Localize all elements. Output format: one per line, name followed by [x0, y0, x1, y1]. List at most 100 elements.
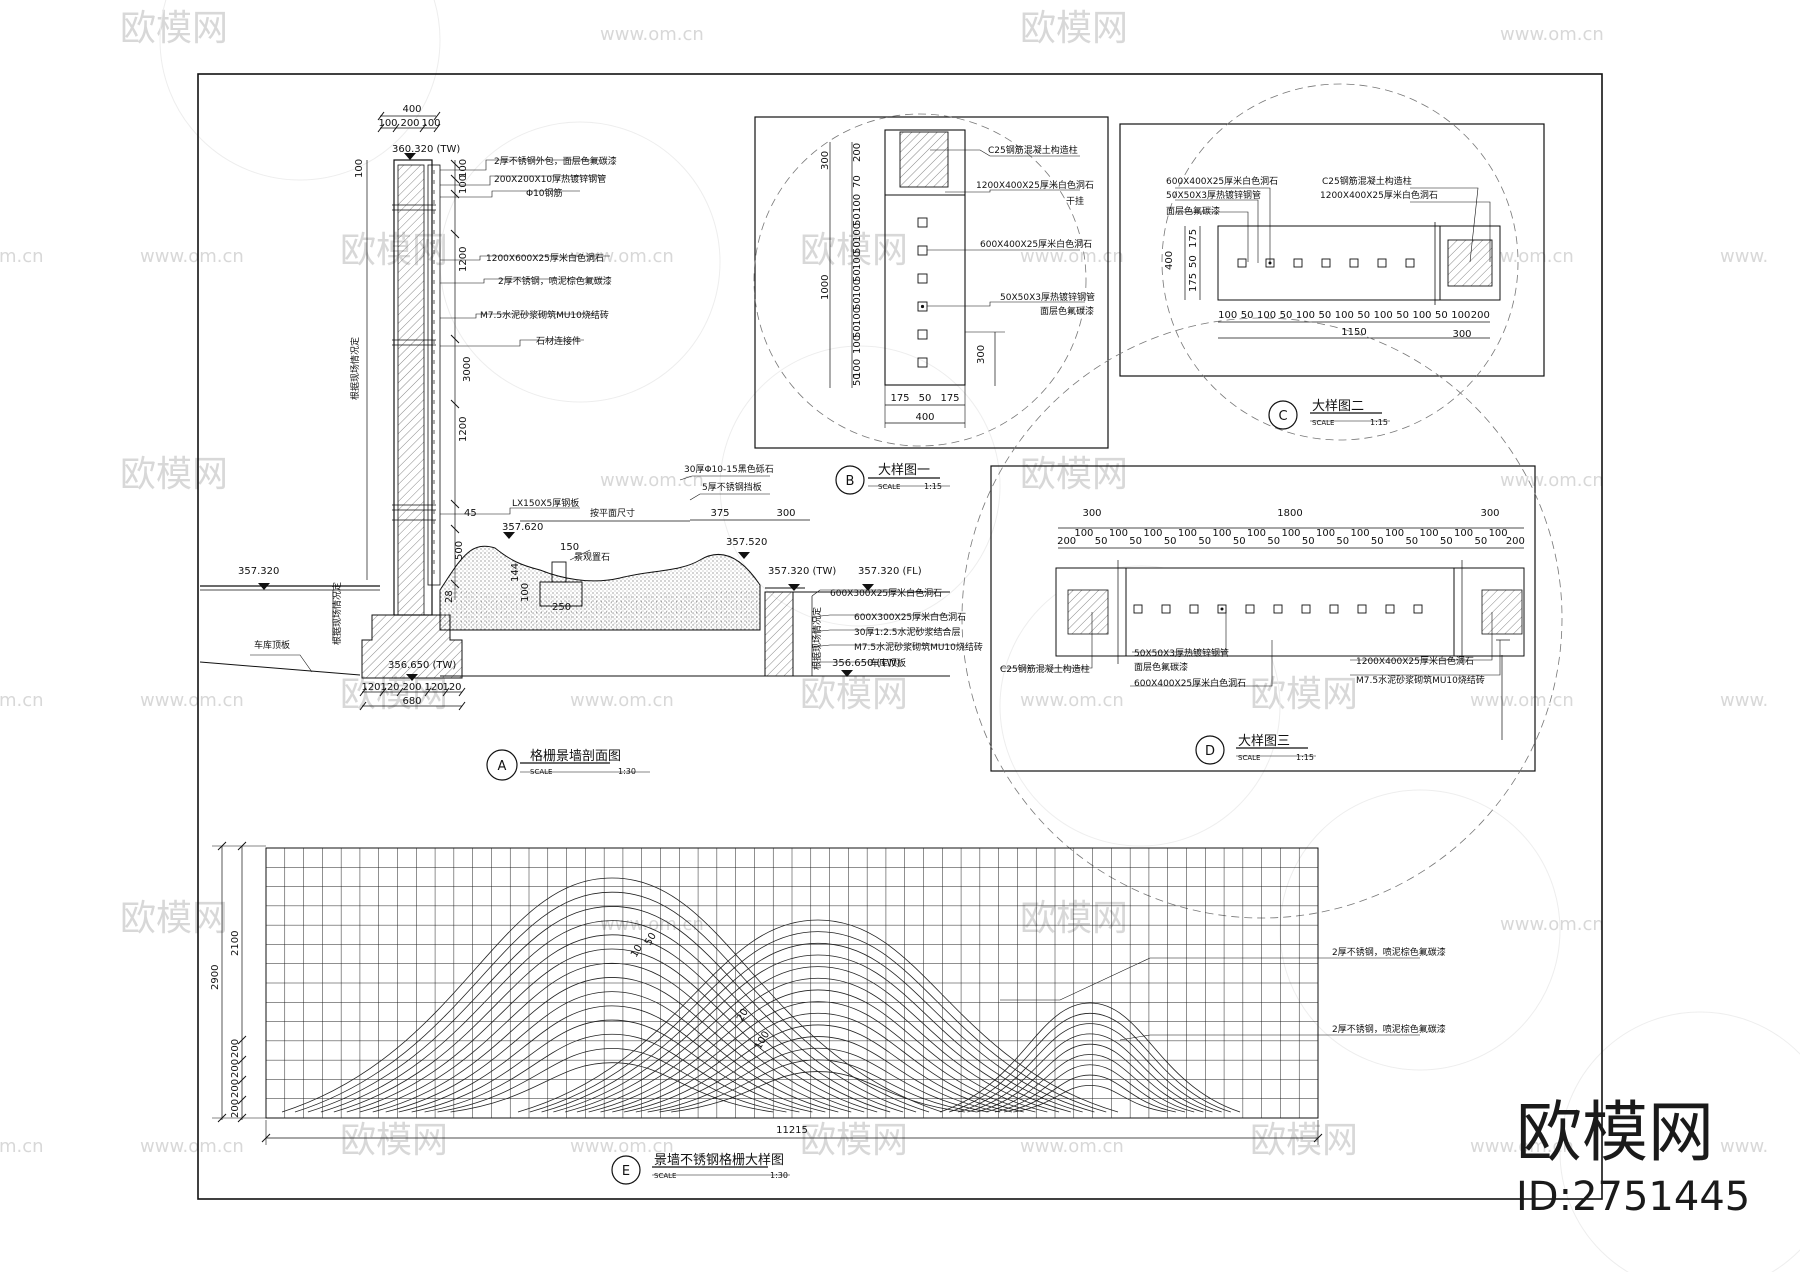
c-note-1: 600X400X25厚米白色洞石: [1166, 175, 1278, 187]
c-letter: C: [1278, 409, 1287, 424]
c-l175a: 175: [1188, 229, 1199, 248]
c-note-4: C25钢筋混凝土构造柱: [1322, 175, 1412, 187]
watermark-text: www.om.cn: [1470, 1136, 1574, 1157]
d-title: 大样图三: [1238, 734, 1290, 749]
watermark-text: 欧模网: [1020, 8, 1128, 49]
c-seq-dim: 100: [1335, 310, 1354, 321]
a-dim-144: 144: [510, 563, 521, 582]
a-dim-r1200a: 1200: [458, 247, 469, 272]
e-dim-2900: 2900: [210, 965, 221, 990]
d-seq-dim: 50: [1440, 536, 1453, 547]
e-dim-200a: 200: [230, 1039, 241, 1058]
a-title: 格栅景墙剖面图: [530, 748, 621, 764]
a-dim-r3000: 3000: [462, 357, 473, 382]
b-dim-right-300: 300: [976, 345, 987, 364]
a-note-17: 车库顶板: [254, 639, 290, 651]
b-scale: 1:15: [924, 482, 942, 491]
watermark-text: 欧模网: [120, 454, 228, 495]
a-dim-100: 100: [520, 583, 531, 602]
b-note-1: C25钢筋混凝土构造柱: [988, 144, 1078, 156]
b-s100a: 100: [852, 194, 863, 213]
d-seq-dim: 200: [1506, 536, 1525, 547]
b-b175a: 175: [890, 393, 909, 404]
a-level-top: 360.320 (TW): [392, 144, 460, 155]
watermark-text: www.om.cn: [1500, 914, 1604, 935]
c-seq-dim: 100: [1257, 310, 1276, 321]
a-note-1: 2厚不锈钢外包，面层色氟碳漆: [494, 155, 617, 167]
d-seq-dim: 200: [1057, 536, 1076, 547]
c-total-300: 300: [1452, 329, 1471, 340]
a-dim-top-a: 100: [378, 118, 397, 129]
b-s50d: 50: [852, 297, 863, 310]
d-top-300b: 300: [1480, 508, 1499, 519]
a-dim-250: 250: [552, 602, 571, 613]
panel-a-section: [199, 111, 960, 781]
watermark-text: 欧模网: [800, 674, 908, 715]
watermark-text: www.om.cn: [1020, 690, 1124, 711]
panel-d-frame: [990, 465, 1536, 772]
c-seq-dim: 50: [1318, 310, 1331, 321]
d-seq-dim: 100: [1178, 528, 1197, 539]
watermark-text: www.om.cn: [140, 1136, 244, 1157]
d-note-2: 50X50X3厚热镀锌钢管: [1134, 647, 1229, 659]
a-note-4: 1200X600X25厚米白色洞石: [486, 252, 604, 264]
watermark-text: www.: [1720, 690, 1768, 711]
c-seq-dim: 100: [1296, 310, 1315, 321]
a-dim-375: 375: [710, 508, 729, 519]
a-note-3: Φ10钢筋: [526, 187, 563, 199]
watermark-text: 欧模网: [340, 674, 448, 715]
b-note-4: 50X50X3厚热镀锌钢管: [1000, 291, 1095, 303]
a-level-right-foot: 356.650 (TW): [832, 658, 900, 669]
e-letter: E: [622, 1164, 630, 1179]
watermark-text: www.om.cn: [140, 246, 244, 267]
c-seq-dim: 100: [1412, 310, 1431, 321]
panel-c-detail: [1119, 83, 1545, 441]
a-note-12: 景观置石: [574, 552, 610, 563]
panel-e-grille-elevation: [212, 841, 1420, 1185]
panel-b-marker: [835, 465, 865, 495]
d-note-5: 1200X400X25厚米白色洞石: [1356, 655, 1474, 667]
d-seq-dim: 100: [1281, 528, 1300, 539]
b-note-3: 600X400X25厚米白色洞石: [980, 238, 1092, 250]
watermark-text: www.om.cn: [1470, 690, 1574, 711]
b-dim-300: 300: [820, 151, 831, 170]
watermark-text: 欧模网: [1250, 674, 1358, 715]
watermark-text: www.om.cn: [1500, 470, 1604, 491]
b-note-4b: 面层色氟碳漆: [1040, 305, 1094, 317]
c-note-3: 面层色氟碳漆: [1166, 205, 1220, 217]
watermark-text: www.om.cn: [600, 914, 704, 935]
a-dim-300: 300: [776, 508, 795, 519]
b-s50b: 50: [852, 241, 863, 254]
a-letter: A: [498, 759, 507, 774]
watermark-text: 欧模网: [1250, 1120, 1358, 1161]
a-note-v2: 根据现场情况定: [331, 582, 343, 645]
d-seq-dim: 50: [1302, 536, 1315, 547]
e-tag2b: 100: [753, 1029, 772, 1051]
d-seq-dim: 100: [1489, 528, 1508, 539]
e-dim-200c: 200: [230, 1079, 241, 1098]
d-seq-dim: 100: [1385, 528, 1404, 539]
watermark-text: www.: [1720, 246, 1768, 267]
c-seq-dim: 50: [1280, 310, 1293, 321]
steel-grille-tube: [427, 164, 441, 586]
a-level-floor-fl: 357.320 (FL): [858, 566, 922, 577]
c-seq-dim: 50: [1241, 310, 1254, 321]
b-b175b: 175: [940, 393, 959, 404]
d-seq-dim: 100: [1247, 528, 1266, 539]
a-note-v1: 根据现场情况定: [349, 337, 361, 400]
d-note-3: 面层色氟碳漆: [1134, 661, 1188, 673]
a-dim-top-b: 200: [400, 118, 419, 129]
panel-c-marker: [1268, 400, 1298, 430]
corner-brand: 欧模网: [1516, 1094, 1714, 1171]
panel-a-marker: [486, 749, 518, 781]
c-seq-dim: 100: [1451, 310, 1470, 321]
a-level-rock-left: 357.620: [502, 522, 543, 533]
panel-d-detail: [961, 317, 1563, 919]
b-note-2: 1200X400X25厚米白色洞石: [976, 179, 1094, 191]
d-note-1: C25钢筋混凝土构造柱: [1000, 663, 1090, 675]
e-dim-200d: 200: [230, 1099, 241, 1118]
a-note-2: 200X200X10厚热镀锌钢管: [494, 173, 606, 185]
e-title: 景墙不锈钢格栅大样图: [654, 1152, 784, 1168]
watermark-arc: [1279, 789, 1561, 1071]
